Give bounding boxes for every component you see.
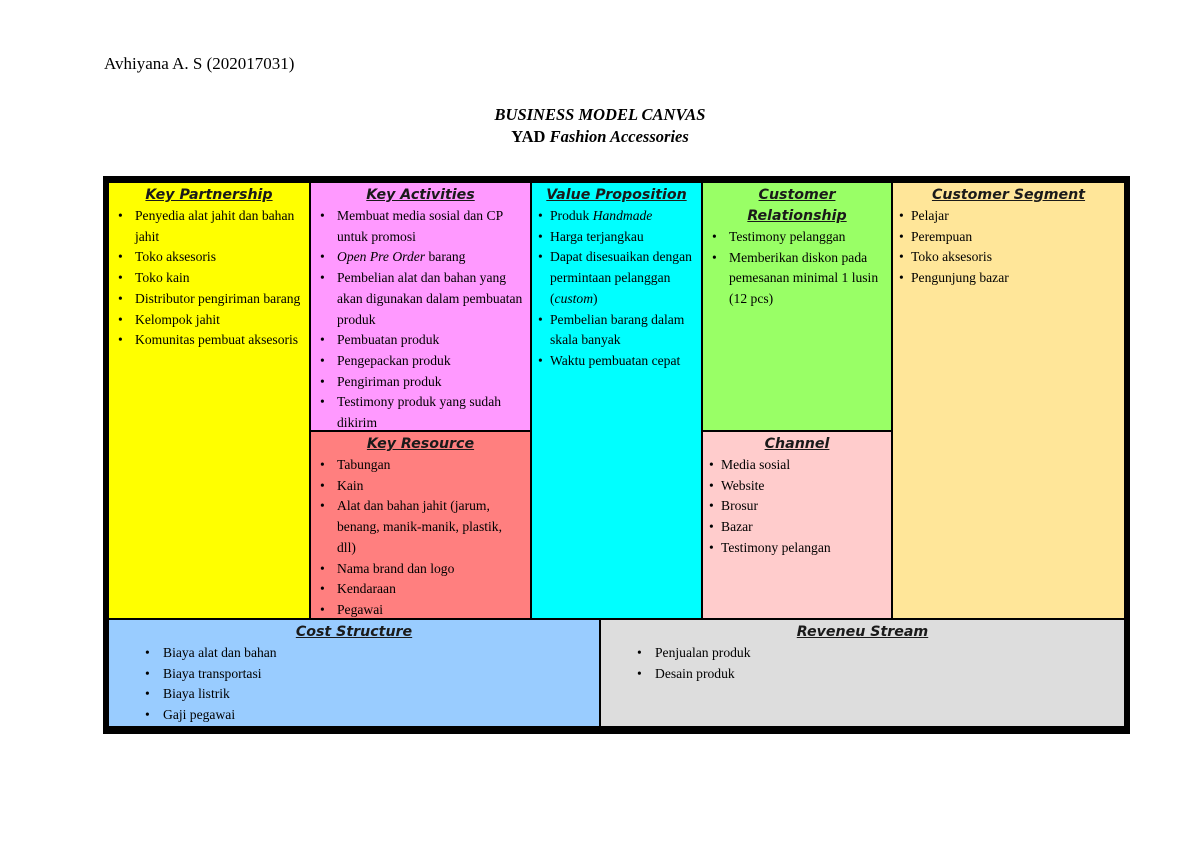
- key-resource-list: Tabungan Kain Alat dan bahan jahit (jaru…: [317, 455, 524, 618]
- list-item: Biaya listrik: [115, 684, 593, 705]
- list-item: Testimony pelanggan: [709, 227, 885, 248]
- list-item: Bazar: [709, 517, 885, 538]
- list-item: Pengepackan produk: [317, 351, 524, 372]
- document-subtitle: YAD Fashion Accessories: [0, 126, 1200, 148]
- list-item: Tabungan: [317, 455, 524, 476]
- customer-relationship-box: Customer Relationship Testimony pelangga…: [703, 183, 891, 430]
- list-item-italic: Open Pre Order: [337, 249, 426, 265]
- list-item-text: Pengepackan produk: [337, 352, 451, 368]
- list-item: Website: [709, 476, 885, 497]
- list-item: Pelajar: [899, 206, 1118, 227]
- value-proposition-heading: Value Proposition: [546, 187, 687, 203]
- value-proposition-list: Produk Handmade Harga terjangkau Dapat d…: [538, 206, 695, 372]
- cost-structure-heading: Cost Structure: [295, 624, 413, 640]
- key-activities-heading: Key Activities: [366, 187, 475, 203]
- customer-segment-list: Pelajar Perempuan Toko aksesoris Pengunj…: [899, 206, 1118, 289]
- cost-structure-box: Cost Structure Biaya alat dan bahan Biay…: [109, 620, 599, 726]
- list-item: Media sosial: [709, 455, 885, 476]
- key-resource-heading: Key Resource: [366, 436, 475, 452]
- list-item-text-after: ): [593, 290, 598, 306]
- list-item: Harga terjangkau: [538, 227, 695, 248]
- subtitle-prefix: YAD: [511, 127, 546, 146]
- list-item: Biaya transportasi: [115, 664, 593, 685]
- list-item: Perempuan: [899, 227, 1118, 248]
- list-item: Kelompok jahit: [115, 310, 303, 331]
- customer-segment-heading: Customer Segment: [931, 187, 1086, 203]
- list-item: Kain: [317, 476, 524, 497]
- list-item: Distributor pengiriman barang: [115, 289, 303, 310]
- list-item-text: Pembelian alat dan bahan yang akan digun…: [337, 270, 523, 327]
- list-item-text: barang: [425, 249, 466, 265]
- revenue-stream-heading: Reveneu Stream: [796, 624, 929, 640]
- key-activities-list: Membuat media sosial dan CP untuk promos…: [317, 206, 524, 430]
- author-name: Avhiyana A. S (202017031): [104, 54, 295, 73]
- list-item-text: Membuat media sosial dan CP untuk promos…: [337, 208, 503, 244]
- list-item: Penyedia alat jahit dan bahan jahit: [115, 206, 303, 247]
- list-item: Alat dan bahan jahit (jarum, benang, man…: [317, 496, 524, 558]
- list-item: Testimony produk yang sudah dikirim: [317, 392, 524, 430]
- list-item-italic: Handmade: [592, 208, 653, 223]
- document-title-block: BUSINESS MODEL CANVAS YAD Fashion Access…: [0, 104, 1200, 148]
- list-item: Penjualan produk: [607, 643, 1118, 664]
- list-item: Pembelian barang dalam skala banyak: [538, 310, 695, 351]
- list-item: Pembelian alat dan bahan yang akan digun…: [317, 268, 524, 330]
- document-title: BUSINESS MODEL CANVAS: [494, 105, 706, 124]
- list-item: Pembuatan produk: [317, 330, 524, 351]
- key-resource-box: Key Resource Tabungan Kain Alat dan baha…: [311, 432, 530, 618]
- list-item: Toko aksesoris: [899, 247, 1118, 268]
- channel-heading: Channel: [764, 436, 830, 452]
- key-partnership-box: Key Partnership Penyedia alat jahit dan …: [109, 183, 309, 618]
- list-item: Komunitas pembuat aksesoris: [115, 330, 303, 351]
- list-item-text: Pembelian barang dalam skala banyak: [550, 311, 685, 348]
- list-item: Pengunjung bazar: [899, 268, 1118, 289]
- channel-box: Channel Media sosial Website Brosur Baza…: [703, 432, 891, 618]
- list-item: Membuat media sosial dan CP untuk promos…: [317, 206, 524, 247]
- list-item: Toko kain: [115, 268, 303, 289]
- customer-relationship-list: Testimony pelanggan Memberikan diskon pa…: [709, 227, 885, 310]
- value-proposition-box: Value Proposition Produk Handmade Harga …: [532, 183, 701, 618]
- list-item: Gaji pegawai: [115, 705, 593, 726]
- list-item: Toko aksesoris: [115, 247, 303, 268]
- list-item-text: Pembuatan produk: [337, 332, 440, 348]
- revenue-stream-box: Reveneu Stream Penjualan produk Desain p…: [601, 620, 1124, 726]
- list-item: Kendaraan: [317, 579, 524, 600]
- list-item: Waktu pembuatan cepat: [538, 351, 695, 372]
- list-item: Brosur: [709, 496, 885, 517]
- list-item: Open Pre Order barang: [317, 247, 524, 268]
- list-item-italic: custom: [554, 290, 594, 306]
- list-item: Nama brand dan logo: [317, 559, 524, 580]
- cost-structure-list: Biaya alat dan bahan Biaya transportasi …: [115, 643, 593, 726]
- key-partnership-list: Penyedia alat jahit dan bahan jahit Toko…: [115, 206, 303, 351]
- list-item-text: Produk: [550, 208, 593, 223]
- revenue-stream-list: Penjualan produk Desain produk: [607, 643, 1118, 684]
- list-item: Testimony pelangan: [709, 538, 885, 559]
- key-partnership-heading: Key Partnership: [145, 187, 273, 203]
- customer-relationship-heading: Customer Relationship: [747, 187, 847, 224]
- customer-segment-box: Customer Segment Pelajar Perempuan Toko …: [893, 183, 1124, 618]
- list-item: Pengiriman produk: [317, 372, 524, 393]
- subtitle-italic: Fashion Accessories: [549, 127, 689, 146]
- key-activities-box: Key Activities Membuat media sosial dan …: [311, 183, 530, 430]
- list-item: Dapat disesuaikan dengan permintaan pela…: [538, 247, 695, 309]
- list-item: Biaya alat dan bahan: [115, 643, 593, 664]
- business-model-canvas: Key Partnership Penyedia alat jahit dan …: [103, 176, 1130, 734]
- list-item-text: Harga terjangkau: [550, 228, 644, 244]
- list-item: Desain produk: [607, 664, 1118, 685]
- list-item: Pegawai: [317, 600, 524, 618]
- channel-list: Media sosial Website Brosur Bazar Testim…: [709, 455, 885, 559]
- list-item-text: Dapat disesuaikan dengan permintaan pela…: [550, 249, 692, 306]
- list-item-text: Testimony produk yang sudah dikirim: [337, 394, 502, 430]
- list-item: Produk Handmade: [538, 206, 695, 227]
- list-item-text: Pengiriman produk: [337, 373, 442, 389]
- list-item: Memberikan diskon pada pemesanan minimal…: [709, 248, 885, 310]
- list-item-text: Waktu pembuatan cepat: [550, 352, 681, 368]
